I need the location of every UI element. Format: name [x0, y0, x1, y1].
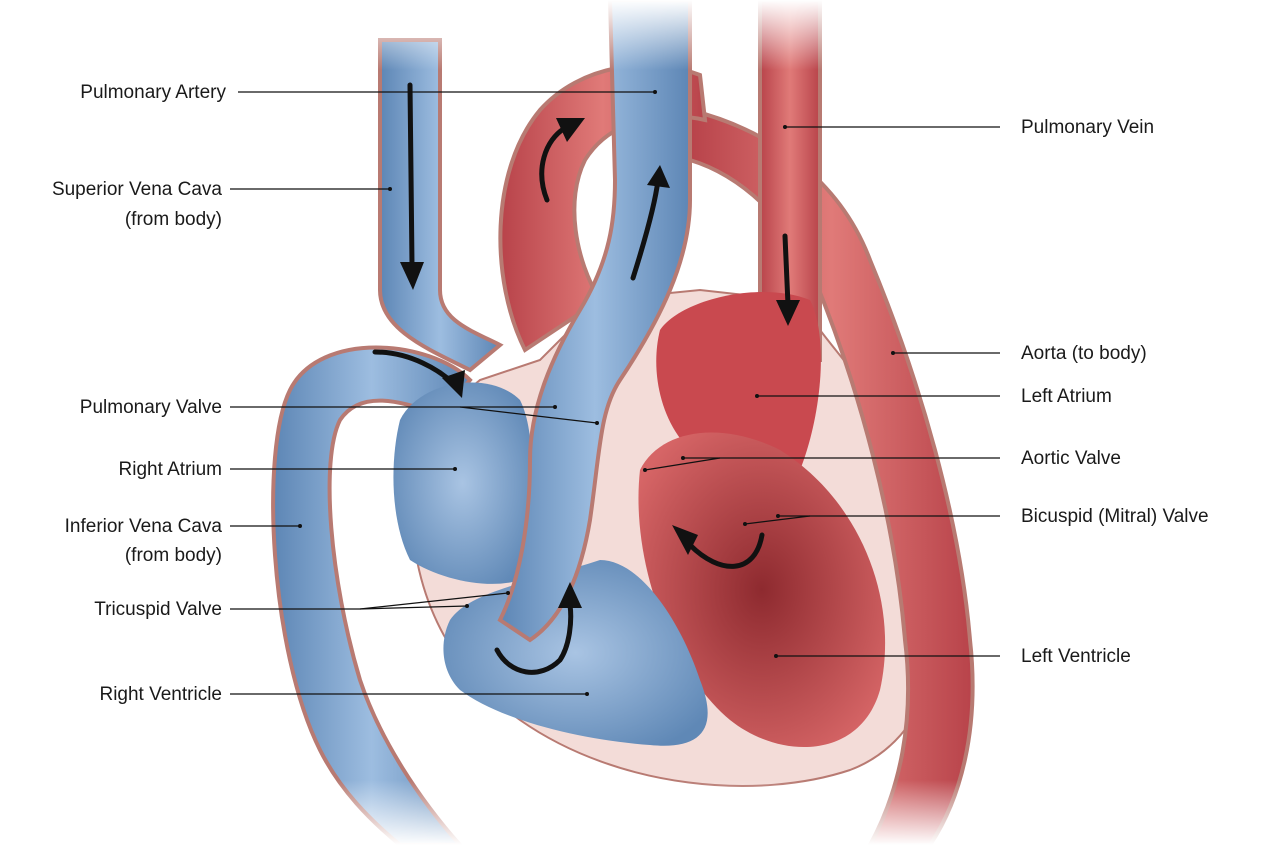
label-superior-vena-cava: Superior Vena Cava — [52, 179, 222, 200]
label-pulmonary-artery: Pulmonary Artery — [80, 82, 226, 103]
label-aorta: Aorta (to body) — [1021, 343, 1147, 364]
label-left-ventricle: Left Ventricle — [1021, 646, 1131, 667]
label-pulmonary-valve: Pulmonary Valve — [80, 397, 222, 418]
label-pulmonary-vein: Pulmonary Vein — [1021, 117, 1154, 138]
label-bicuspid-valve: Bicuspid (Mitral) Valve — [1021, 506, 1209, 527]
label-superior-vena-cava-sub: (from body) — [125, 209, 222, 230]
label-left-atrium: Left Atrium — [1021, 386, 1112, 407]
label-inferior-vena-cava-sub: (from body) — [125, 545, 222, 566]
label-tricuspid-valve: Tricuspid Valve — [94, 599, 222, 620]
label-right-ventricle: Right Ventricle — [99, 684, 222, 705]
label-inferior-vena-cava: Inferior Vena Cava — [65, 516, 223, 537]
superior-vena-cava-vessel — [380, 40, 500, 370]
label-aortic-valve: Aortic Valve — [1021, 448, 1121, 469]
label-right-atrium: Right Atrium — [119, 459, 222, 480]
